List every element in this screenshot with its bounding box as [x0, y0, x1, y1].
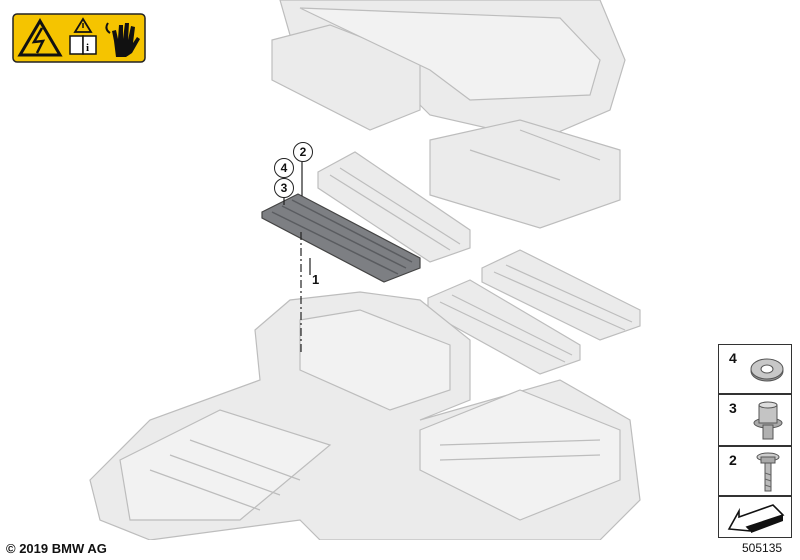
bolt-icon — [756, 452, 780, 492]
nut-insert-icon — [753, 401, 783, 440]
legend-item-2: 2 — [718, 446, 792, 496]
protective-gloves-icon — [105, 22, 140, 57]
washer-icon — [750, 358, 784, 382]
callout-2: 2 — [293, 142, 313, 162]
direction-arrow-icon — [727, 504, 785, 533]
copyright-notice: © 2019 BMW AG — [6, 541, 107, 556]
read-manual-icon: i — [69, 17, 97, 55]
battery-exploded-diagram — [89, 0, 641, 540]
image-number: 505135 — [742, 541, 783, 555]
callout-4: 4 — [274, 158, 294, 178]
cover-plate — [481, 249, 641, 341]
warning-label: i — [12, 13, 146, 63]
legend-number: 2 — [729, 452, 737, 468]
legend-number: 4 — [729, 350, 737, 366]
legend-arrow-box — [718, 496, 792, 538]
legend-number: 3 — [729, 400, 737, 416]
svg-text:i: i — [86, 42, 89, 54]
callout-1: 1 — [312, 272, 320, 287]
legend-item-4: 4 — [718, 344, 792, 394]
battery-housing-lower — [89, 291, 641, 540]
high-voltage-warning-icon — [17, 18, 63, 57]
highlighted-cover-part-1 — [261, 193, 421, 283]
upper-battery-module — [271, 0, 626, 229]
cover-plate — [317, 151, 471, 263]
legend-item-3: 3 — [718, 394, 792, 446]
callout-3: 3 — [274, 178, 294, 198]
